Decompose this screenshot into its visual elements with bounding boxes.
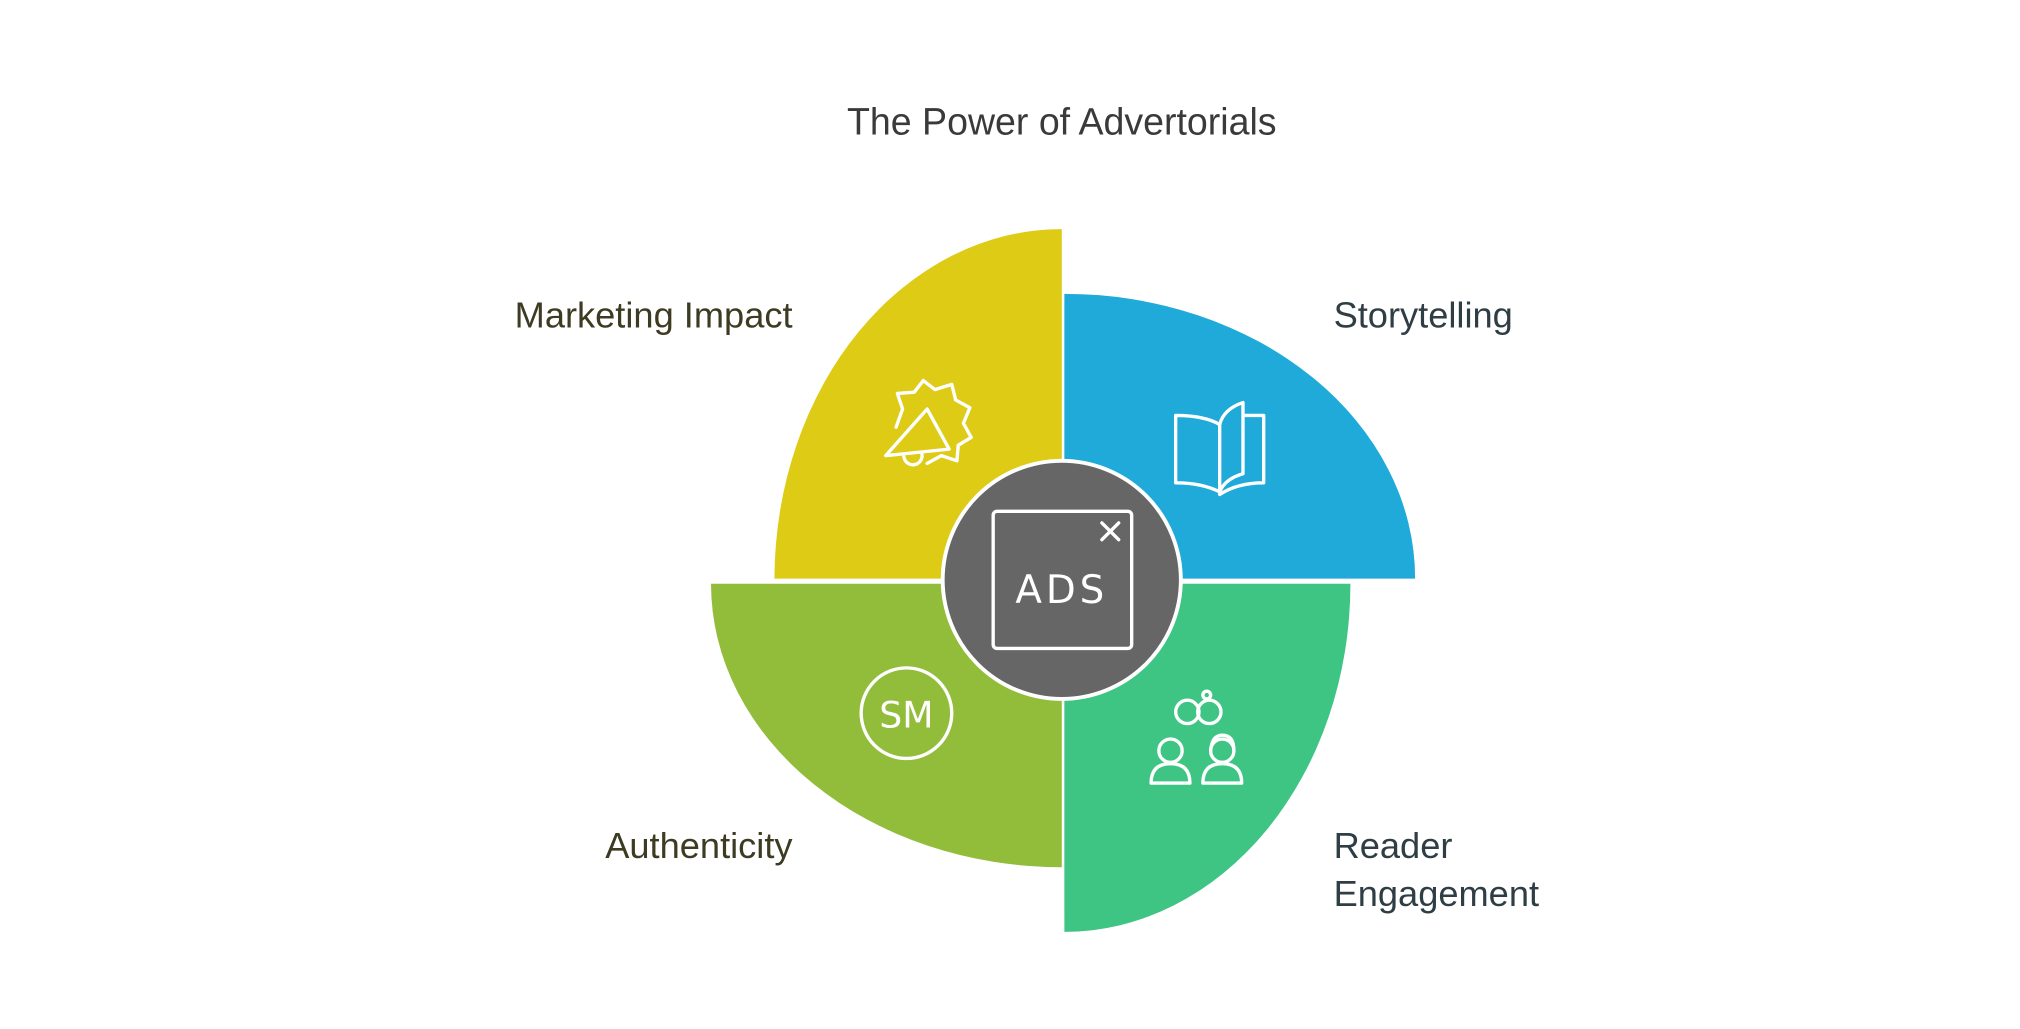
label-reader: Reader xyxy=(1334,825,1453,866)
label-authenticity: Authenticity xyxy=(605,825,793,866)
label-marketing-impact: Marketing Impact xyxy=(515,294,793,335)
megaphone-icon xyxy=(884,378,973,467)
label-storytelling: Storytelling xyxy=(1334,294,1513,335)
open-book-icon xyxy=(1173,400,1266,497)
diagram-title: The Power of Advertorials xyxy=(847,101,1277,143)
people-icon xyxy=(1149,689,1244,785)
sm-badge-icon: SM xyxy=(859,666,954,761)
ads-window-icon: ADS xyxy=(991,509,1134,651)
label-engagement: Engagement xyxy=(1334,873,1539,914)
sm-badge-text: SM xyxy=(879,693,933,736)
center-circle xyxy=(940,458,1183,701)
ads-label: ADS xyxy=(1015,568,1108,613)
